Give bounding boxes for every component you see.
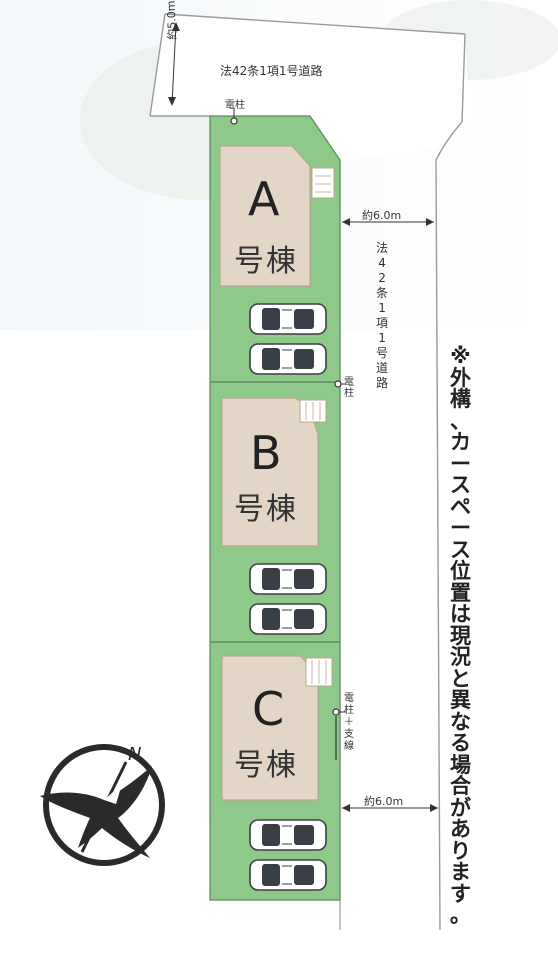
top-road-label: 法42条1項1号道路 xyxy=(220,64,323,78)
vertical-char: あ xyxy=(450,817,471,841)
vertical-char: る xyxy=(450,731,471,755)
top-road-width-label: 約5.0m xyxy=(164,0,179,40)
lower-pole-label: 電柱＋支線 xyxy=(344,694,354,754)
car-b-1 xyxy=(249,563,327,595)
top-road-edge xyxy=(461,33,466,123)
vertical-char: ※ xyxy=(450,344,471,368)
vertical-char: 線 xyxy=(344,741,354,752)
vertical-char: ま xyxy=(450,860,471,884)
vertical-char: 構 xyxy=(450,387,471,411)
vertical-char: 4 xyxy=(378,256,386,270)
vertical-char: 現 xyxy=(450,623,471,648)
width-dimension-arrow-lower xyxy=(342,804,438,812)
side-road-width-label-lower: 約6.0m xyxy=(364,795,404,808)
lot-a-letter: A xyxy=(248,172,280,226)
vertical-char: 項 xyxy=(376,316,389,330)
vertical-char: 位 xyxy=(450,559,471,583)
vertical-char: 場 xyxy=(450,752,471,777)
compass-crane-icon xyxy=(40,744,165,866)
side-road-edge xyxy=(435,159,441,931)
vertical-char: 1 xyxy=(378,331,386,345)
vertical-char: ー xyxy=(450,516,471,540)
compass-north-label: N xyxy=(128,744,142,765)
vertical-char: 異 xyxy=(450,688,471,712)
utility-pole-with-stay-icon xyxy=(332,708,346,760)
vertical-char: が xyxy=(450,795,471,820)
vertical-char: は xyxy=(450,602,471,626)
side-road-width-label-upper: 約6.0m xyxy=(362,209,402,222)
vertical-char: 。 xyxy=(450,903,471,927)
utility-pole-icon xyxy=(230,108,238,125)
vertical-char: ス xyxy=(450,537,471,562)
vertical-char: 1 xyxy=(378,301,386,315)
vertical-char: 、 xyxy=(450,408,471,433)
vertical-char: 電 xyxy=(344,377,354,388)
vertical-char: 況 xyxy=(450,645,471,669)
house-a-porch xyxy=(311,167,335,199)
vertical-char: 支 xyxy=(344,729,354,740)
top-pole-label: 電柱 xyxy=(225,100,245,111)
vertical-char: 合 xyxy=(450,774,471,798)
car-c-1 xyxy=(249,819,327,851)
lot-a-name: 号棟 xyxy=(234,244,298,279)
vertical-char: 号 xyxy=(376,346,389,360)
vertical-char: ＋ xyxy=(344,717,354,728)
top-road-edge xyxy=(164,13,466,35)
top-road-area xyxy=(150,14,470,160)
vertical-char: 条 xyxy=(376,286,389,300)
lot-b-letter: B xyxy=(250,426,282,480)
lot-c-letter: C xyxy=(252,682,285,736)
vertical-char: 柱 xyxy=(344,388,354,399)
top-road-edge xyxy=(149,13,166,117)
car-a-1 xyxy=(249,303,327,335)
vertical-char: り xyxy=(450,838,471,863)
house-a xyxy=(219,145,311,287)
vertical-char: カ xyxy=(450,430,471,454)
top-road-dimension-arrow xyxy=(168,22,180,106)
lot-c-name: 号棟 xyxy=(234,748,298,783)
vertical-char: 法 xyxy=(376,241,389,255)
house-b xyxy=(221,397,319,547)
vertical-char: す xyxy=(450,881,471,906)
car-c-2 xyxy=(249,859,327,891)
mid-pole-label: 電柱 xyxy=(344,378,354,400)
width-dimension-arrow-upper xyxy=(342,218,434,226)
vertical-char: な xyxy=(450,709,471,734)
road-corner-curve xyxy=(435,121,463,161)
vertical-char: 電 xyxy=(344,693,354,704)
utility-pole-icon xyxy=(334,380,346,388)
vertical-char: ペ xyxy=(450,494,471,519)
car-a-2 xyxy=(249,343,327,375)
vertical-char: ー xyxy=(450,451,471,476)
disclaimer-note: ※外構、カースペース位置は現況と異なる場合があります。 xyxy=(450,346,471,927)
vertical-char: ス xyxy=(450,473,471,497)
car-b-2 xyxy=(249,603,327,635)
lot-b-name: 号棟 xyxy=(234,492,298,527)
vertical-char: 柱 xyxy=(344,705,354,716)
house-c xyxy=(221,655,319,801)
vertical-char: と xyxy=(450,666,471,691)
vertical-char: 置 xyxy=(450,580,471,605)
vertical-char: 2 xyxy=(378,271,386,285)
vertical-char: 道 xyxy=(376,361,389,375)
vertical-char: 外 xyxy=(450,365,471,390)
vertical-char: 路 xyxy=(376,376,389,390)
